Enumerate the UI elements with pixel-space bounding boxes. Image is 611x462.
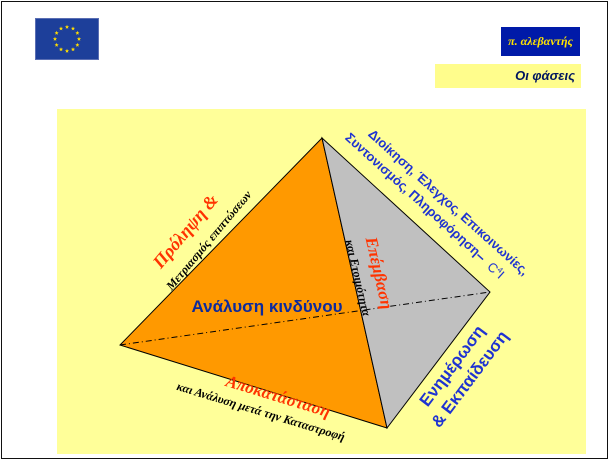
pyramid-grey-face [321,136,491,430]
eu-star-icon [58,47,64,52]
author-tag: π. αλεβαντής [501,27,580,56]
phase-title: Οι φάσεις [435,64,581,88]
center-label: Ανάλυση κινδύνου [192,297,343,316]
eu-star-icon [70,26,76,31]
eu-star-icon [70,47,76,52]
eu-star-icon [52,36,58,41]
eu-star-icon [54,30,59,35]
eu-star-icon [75,30,80,35]
eu-star-icon [54,42,59,47]
eu-star-icon [64,24,70,29]
eu-star-icon [76,36,82,41]
eu-flag-icon [35,18,99,60]
eu-star-icon [75,42,80,47]
pyramid-hidden-edge [119,291,491,346]
eu-star-icon [58,26,64,31]
eu-stars-ring [52,24,82,53]
eu-star-icon [64,48,70,53]
